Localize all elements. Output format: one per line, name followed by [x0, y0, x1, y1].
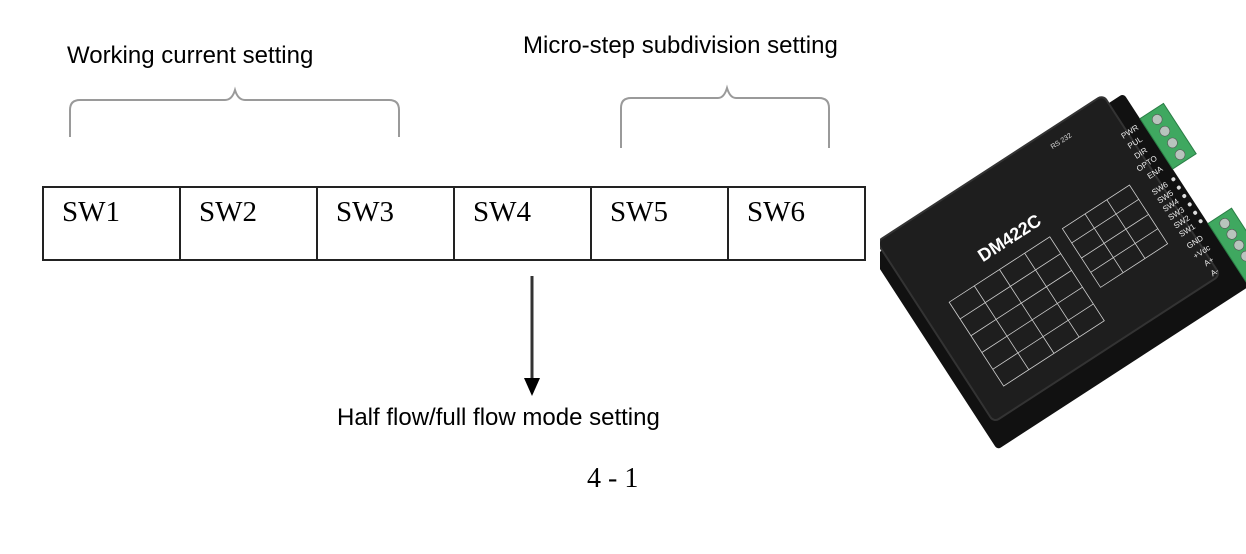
device-body [880, 96, 1219, 421]
switch-cell-sw6: SW6 [727, 186, 866, 261]
micro-step-label: Micro-step subdivision setting [523, 32, 838, 59]
switch-cell-sw5: SW5 [590, 186, 729, 261]
arrow-head [524, 378, 540, 396]
half-full-flow-label: Half flow/full flow mode setting [337, 404, 660, 431]
label-a-minus: A- [1209, 266, 1221, 278]
power-terminal-block [1207, 207, 1246, 296]
switch-cell-sw2: SW2 [179, 186, 318, 261]
microstep-table-grid [1061, 184, 1169, 288]
switch-cell-sw1: SW1 [42, 186, 181, 261]
switch-cell-sw4: SW4 [453, 186, 592, 261]
micro-step-brace [620, 84, 830, 148]
working-current-brace [69, 86, 400, 137]
dm422c-driver-image: DM422C RS 232 PWR PUL DIR OPTO ENA SW6 S… [880, 95, 1246, 449]
dip-switch-table: SW1 SW2 SW3 SW4 SW5 SW6 [42, 186, 866, 261]
working-current-label: Working current setting [67, 42, 314, 69]
switch-cell-sw3: SW3 [316, 186, 455, 261]
figure-number: 4 - 1 [587, 463, 639, 494]
current-table-grid [948, 236, 1105, 387]
